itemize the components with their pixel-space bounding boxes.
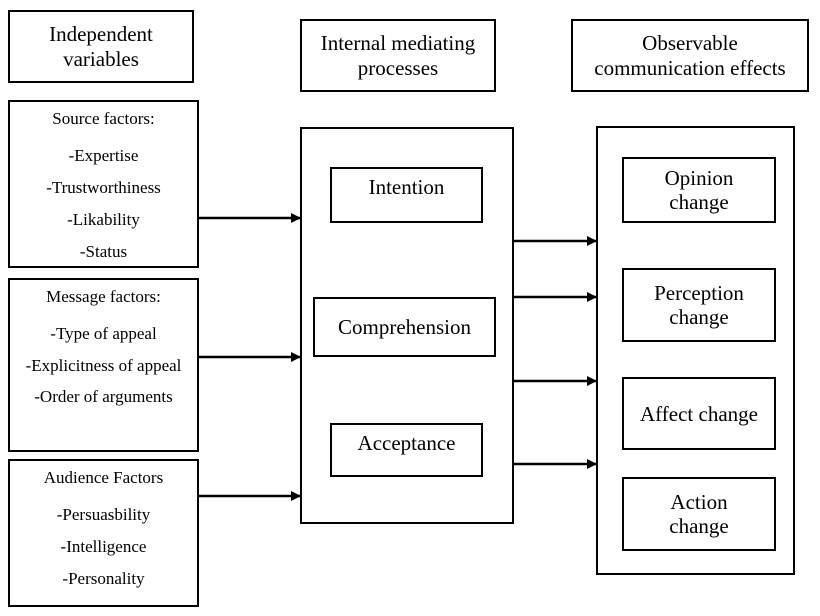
- audience-item-personality: -Personality: [62, 569, 145, 588]
- header-observable-communication-effects: Observable communication effects: [571, 19, 809, 92]
- message-item-order-of-arguments: -Order of arguments: [34, 387, 173, 406]
- header-independent-label: Independent variables: [49, 21, 153, 71]
- effect-opinion-change-box: Opinion change: [622, 157, 776, 223]
- process-acceptance-box: Acceptance: [330, 423, 483, 477]
- source-item-trustworthiness: -Trustworthiness: [46, 178, 161, 197]
- effect-perception-change-label: Perception change: [654, 281, 744, 329]
- process-intention-label: Intention: [368, 175, 445, 199]
- source-factors-title: Source factors:: [52, 109, 155, 128]
- effect-action-change-box: Action change: [622, 477, 776, 551]
- header-independent-variables: Independent variables: [8, 10, 194, 83]
- process-comprehension-label: Comprehension: [338, 314, 471, 339]
- process-comprehension-box: Comprehension: [313, 297, 496, 357]
- header-mediating-label: Internal mediating processes: [320, 30, 476, 80]
- message-factors-box: Message factors: -Type of appeal -Explic…: [8, 278, 199, 452]
- message-item-type-of-appeal: -Type of appeal: [50, 324, 157, 343]
- effect-affect-change-box: Affect change: [622, 377, 776, 450]
- effect-opinion-change-label: Opinion change: [664, 166, 734, 214]
- source-item-expertise: -Expertise: [68, 146, 139, 165]
- process-acceptance-label: Acceptance: [357, 431, 456, 455]
- message-item-explicitness-of-appeal: -Explicitness of appeal: [25, 356, 182, 375]
- audience-item-intelligence: -Intelligence: [60, 537, 147, 556]
- source-item-likability: -Likability: [67, 210, 140, 229]
- source-factors-box: Source factors: -Expertise -Trustworthin…: [8, 100, 199, 268]
- effect-perception-change-box: Perception change: [622, 268, 776, 342]
- audience-factors-title: Audience Factors: [43, 468, 164, 487]
- effect-affect-change-label: Affect change: [640, 401, 758, 426]
- audience-item-persuasbility: -Persuasbility: [56, 505, 151, 524]
- source-item-status: -Status: [79, 242, 128, 261]
- header-internal-mediating-processes: Internal mediating processes: [300, 19, 496, 92]
- process-intention-box: Intention: [330, 167, 483, 223]
- message-factors-title: Message factors:: [46, 287, 161, 306]
- audience-factors-box: Audience Factors -Persuasbility -Intelli…: [8, 459, 199, 607]
- effect-action-change-label: Action change: [669, 490, 729, 538]
- header-effects-label: Observable communication effects: [594, 30, 786, 80]
